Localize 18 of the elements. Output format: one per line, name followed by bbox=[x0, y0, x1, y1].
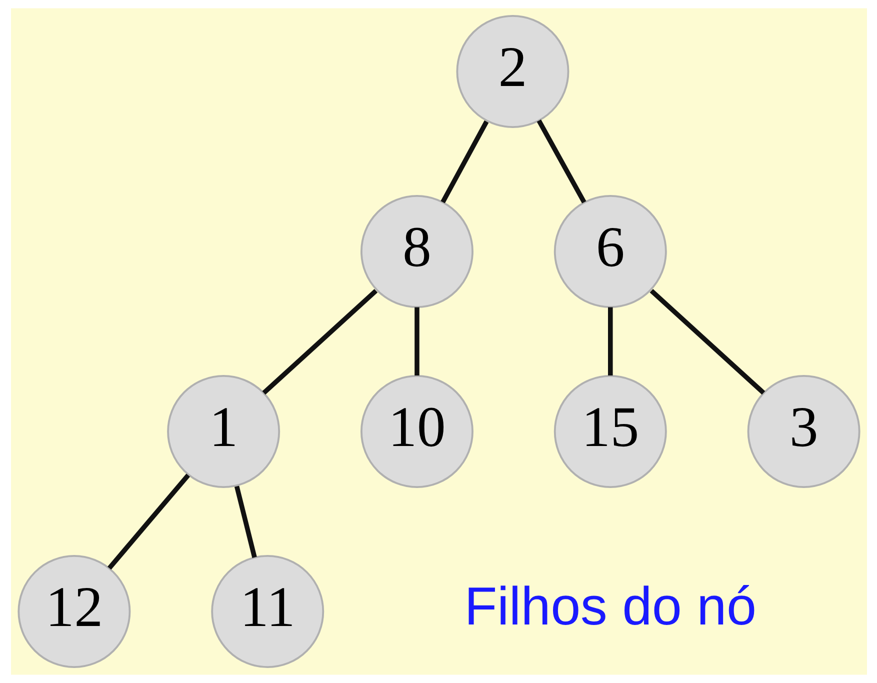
connector bbox=[414, 307, 419, 376]
connector bbox=[107, 474, 190, 570]
connector bbox=[608, 307, 612, 376]
label: Filhos do nó bbox=[464, 576, 756, 637]
connector bbox=[649, 289, 765, 395]
node-circle: 8 bbox=[360, 195, 473, 308]
node-circle: 2 bbox=[456, 15, 569, 128]
node-circle: 6 bbox=[553, 195, 666, 308]
node-circle: 10 bbox=[360, 375, 473, 488]
connector bbox=[440, 120, 488, 204]
connector bbox=[234, 486, 256, 558]
connector bbox=[536, 119, 586, 204]
node-circle: 12 bbox=[17, 555, 130, 668]
node-circle: 11 bbox=[210, 555, 324, 668]
node-circle: 1 bbox=[166, 375, 280, 488]
node-circle: 15 bbox=[553, 375, 666, 488]
connector bbox=[262, 289, 378, 395]
node-circle: 3 bbox=[746, 375, 860, 488]
